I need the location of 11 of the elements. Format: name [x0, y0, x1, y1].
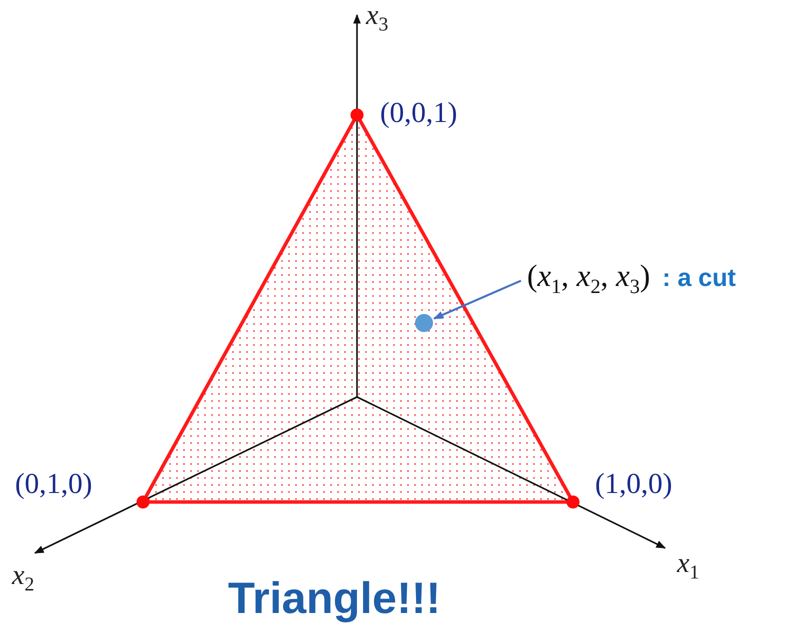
coordinate-label: (1,0,0)	[595, 468, 672, 501]
coordinate-label: (0,1,0)	[15, 468, 92, 501]
axis-label: x$_{2}$	[12, 560, 34, 597]
axis-label: x$_{3}$	[366, 0, 388, 37]
axis-label: x$_{1}$	[677, 548, 700, 585]
point-note: : a cut	[662, 264, 736, 293]
arrow	[433, 280, 522, 320]
point-coordinates: (x$_{1}$, x$_{2}$, x$_{3}$)	[527, 258, 650, 300]
point-dot	[415, 314, 433, 332]
coordinate-label: (0,0,1)	[380, 97, 458, 130]
caption: Triangle!!!	[228, 574, 441, 624]
